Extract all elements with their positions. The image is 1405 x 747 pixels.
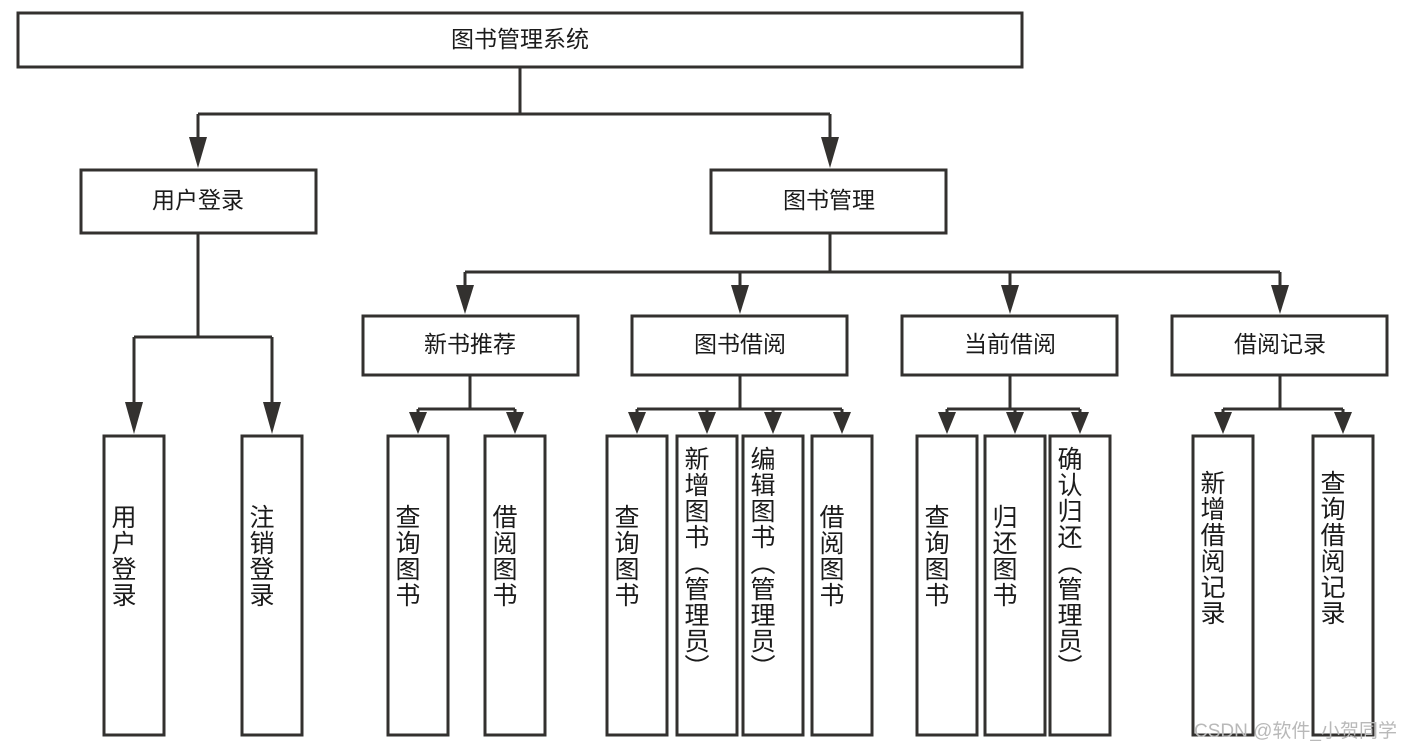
node-root-box[interactable] — [16, 11, 1024, 69]
arrow-to-borrow-record — [1271, 285, 1289, 314]
node-borrow-record-label: 借阅记录 — [1234, 331, 1326, 357]
node-book-borrow-label: 图书借阅 — [694, 331, 786, 357]
arrow-to-book-manage — [821, 137, 839, 168]
node-current-borrow-box[interactable] — [900, 314, 1119, 377]
edge-group-new-book-rec — [409, 375, 524, 434]
node-leaf-borrow-edit-box[interactable] — [741, 434, 805, 737]
arrow-to-leaf-rec-query2 — [1334, 412, 1352, 434]
edge-group-book-manage — [456, 233, 1289, 314]
edge-group-borrow-record — [1214, 375, 1352, 434]
arrow-to-leaf-user-login — [125, 402, 143, 434]
arrow-to-leaf-cur-query — [938, 412, 956, 434]
watermark-text: CSDN @软件_小贺同学 — [1194, 721, 1397, 742]
node-leaf-user-logout-box[interactable] — [240, 434, 304, 737]
arrow-to-leaf-borrow-add — [698, 412, 716, 434]
node-leaf-cur-return-box[interactable] — [983, 434, 1047, 737]
node-root-label: 图书管理系统 — [451, 26, 589, 52]
arrow-to-leaf-borrow-query — [628, 412, 646, 434]
arrow-to-leaf-user-logout — [263, 402, 281, 434]
node-new-book-rec-label: 新书推荐 — [424, 331, 516, 357]
node-leaf-borrow-add-box[interactable] — [675, 434, 739, 737]
arrow-to-leaf-borrow-edit — [764, 412, 782, 434]
arrow-to-current-borrow — [1001, 285, 1019, 314]
node-leaf-cur-query-box[interactable] — [915, 434, 979, 737]
arrow-to-book-borrow — [731, 285, 749, 314]
arrow-to-leaf-rec-add — [1214, 412, 1232, 434]
node-leaf-user-login-box[interactable] — [102, 434, 166, 737]
node-leaf-rec-query2-box[interactable] — [1311, 434, 1375, 737]
arrow-to-leaf-rec-query — [409, 412, 427, 434]
edge-group-book-borrow — [628, 375, 851, 434]
edge-group-current-borrow — [938, 375, 1089, 434]
node-borrow-record-box[interactable] — [1170, 314, 1389, 377]
arrow-to-user-login — [189, 137, 207, 168]
node-user-login-box[interactable] — [79, 168, 318, 235]
arrow-to-new-book-rec — [456, 285, 474, 314]
node-new-book-rec-box[interactable] — [361, 314, 580, 377]
edge-group-user-login — [125, 233, 281, 434]
node-leaf-borrow-lend-box[interactable] — [810, 434, 874, 737]
node-book-borrow-box[interactable] — [630, 314, 849, 377]
node-leaf-rec-borrow-box[interactable] — [483, 434, 547, 737]
arrow-to-leaf-cur-return — [1006, 412, 1024, 434]
arrow-to-leaf-cur-confirm — [1071, 412, 1089, 434]
node-current-borrow-label: 当前借阅 — [964, 331, 1056, 357]
node-book-manage-label: 图书管理 — [783, 187, 875, 213]
arrow-to-leaf-borrow-lend — [833, 412, 851, 434]
arrow-to-leaf-rec-borrow — [506, 412, 524, 434]
node-leaf-rec-query-box[interactable] — [386, 434, 450, 737]
node-user-login-label: 用户登录 — [152, 187, 244, 213]
node-leaf-rec-add-box[interactable] — [1191, 434, 1255, 737]
node-leaf-cur-confirm-box[interactable] — [1048, 434, 1112, 737]
edge-group-root — [189, 67, 839, 168]
node-leaf-borrow-query-box[interactable] — [605, 434, 669, 737]
node-book-manage-box[interactable] — [709, 168, 948, 235]
